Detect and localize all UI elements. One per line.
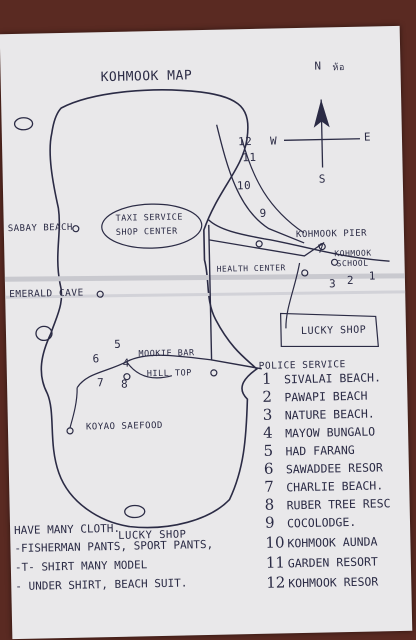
label-shop-center: SHOP CENTER [115,226,178,238]
legend-number: 12 [266,573,286,592]
legend-number: 2 [262,387,273,406]
marker-school [330,258,339,266]
map-number-1: 1 [368,269,377,283]
compass-arrow [313,99,330,128]
map-number-5: 5 [114,337,122,351]
road-south [285,262,301,329]
legend-number: 10 [265,533,285,552]
map-number-7-west: 7 [96,376,105,390]
marker-emerald [96,290,104,298]
legend-name: HAD FARANG [285,442,355,459]
compass-e: E [363,130,372,144]
legend-name: GARDEN RESORT [287,554,378,571]
road-pier [208,239,325,257]
legend-number: 8 [264,495,275,514]
lucky-shop-box [280,312,379,348]
note-line: HAVE MANY CLOTH. [13,521,121,538]
label-lucky-shop-top: LUCKY SHOP [300,324,367,338]
compass-s: S [318,172,327,186]
map-number-4: 4 [122,356,130,370]
island-drawing [4,89,406,529]
legend-number: 9 [264,513,275,532]
east-shore-2 [241,139,305,234]
road-koyao [69,387,78,429]
compass-w: W [269,134,278,148]
map-number-12: 12 [237,134,253,149]
map-number-10: 10 [236,179,252,193]
islet-1 [13,117,34,131]
map-number-7-east: 7 [317,242,325,256]
legend-item: 9 COCOLODGE. [265,511,357,532]
map-title: KOHMOOK MAP [100,68,193,86]
compass-handwritten: ห้อ [332,63,345,74]
legend-name: MAYOW BUNGALO [284,424,376,441]
marker-koyao [66,427,74,435]
marker-pier [318,242,326,251]
legend-number: 7 [264,477,274,496]
label-kohmook-pier: KOHMOOK PIER [295,228,368,241]
legend-name: COCOLODGE. [286,514,357,531]
map-number-9: 9 [259,206,267,220]
marker-hill [123,373,131,381]
islet-2 [35,325,53,342]
map-number-11: 11 [242,150,257,165]
legend-number: 1 [261,369,272,388]
east-shore [208,219,390,262]
marker-sabay [72,225,80,233]
map-paper: KOHMOOK MAP N ห้อ W E S SABAY BEACH EMER… [0,25,413,640]
label-taxi-service: TAXI SERVICE [115,212,184,224]
legend-name: KOHMOOK AUNDA [287,534,378,551]
marker-health [301,269,309,277]
label-koyao-seafood: KOYAO SAEFOOD [85,420,164,433]
map-number-3: 3 [328,277,337,291]
label-health-center: HEALTH CENTER [216,263,286,274]
note-line: -T- SHIRT MANY MODEL [14,558,148,575]
label-mookie-bar: MOOKIE BAR [138,348,195,360]
compass-ew [283,138,360,141]
islet-3 [124,504,146,519]
marker-9 [255,240,263,248]
label-kohmook-school-2: SCHOOL [336,258,369,269]
label-sabay-beach: SABAY BEACH [7,222,73,235]
legend-number: 5 [263,441,274,460]
legend-item: 4 MAYOW BUNGALO [262,420,376,442]
road-hill [126,361,173,379]
island-outline [40,89,259,529]
compass-n: N [314,59,322,73]
label-hill-top: HILL TOP [146,368,192,380]
label-kohmook-school-1: KOHMOOK [334,248,372,259]
legend-number: 3 [262,405,273,424]
map-number-8: 8 [120,377,129,391]
legend-number: 4 [262,423,273,442]
legend-number: 6 [263,459,274,478]
legend-number: 11 [265,553,286,572]
map-number-2: 2 [346,273,355,288]
taxi-oval [101,203,203,249]
marker-police [210,369,218,377]
legend-name: KOHMOOK RESOR [288,574,379,591]
label-emerald-cave: EMERALD CAVE [9,287,84,301]
map-number-6: 6 [92,352,100,366]
legend-name: RUBER TREE RESC [286,496,391,513]
road-north [216,124,305,244]
